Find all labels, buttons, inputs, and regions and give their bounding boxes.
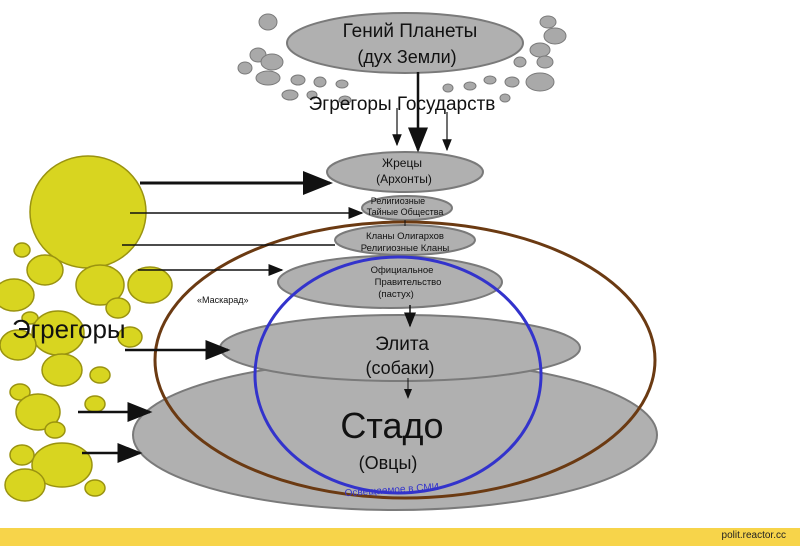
clans-line1: Кланы Олигархов [366, 231, 444, 242]
clans-line2: Религиозные Кланы [361, 243, 450, 254]
priests-title: Жрецы [382, 156, 422, 170]
egregors-label: Эгрегоры [12, 314, 126, 344]
elite-title: Элита [375, 334, 429, 355]
herd-subtitle: (Овцы) [359, 453, 418, 473]
media-ring [253, 255, 543, 495]
masquerade-label: «Маскарад» [197, 295, 249, 305]
genius-title: Гений Планеты [343, 21, 478, 42]
secret-line2: Тайные Общества [367, 207, 444, 217]
government-line1: Официальное [371, 265, 434, 276]
footer-bar [0, 528, 800, 546]
elite-subtitle: (собаки) [365, 358, 434, 378]
genius-subtitle: (дух Земли) [357, 47, 456, 67]
priests-subtitle: (Архонты) [376, 172, 432, 186]
government-line3: (пастух) [378, 289, 413, 300]
bubble-cluster [237, 13, 567, 105]
egregor-cluster [0, 155, 173, 502]
secret-line1: Религиозные [371, 196, 425, 206]
government-line2: Правительство [375, 277, 442, 288]
herd-title: Стадо [340, 405, 443, 446]
footer-site-link[interactable]: polit.reactor.cc [721, 530, 786, 541]
state-egregors-label: Эгрегоры Государств [309, 94, 496, 115]
genius-disc [286, 12, 524, 74]
